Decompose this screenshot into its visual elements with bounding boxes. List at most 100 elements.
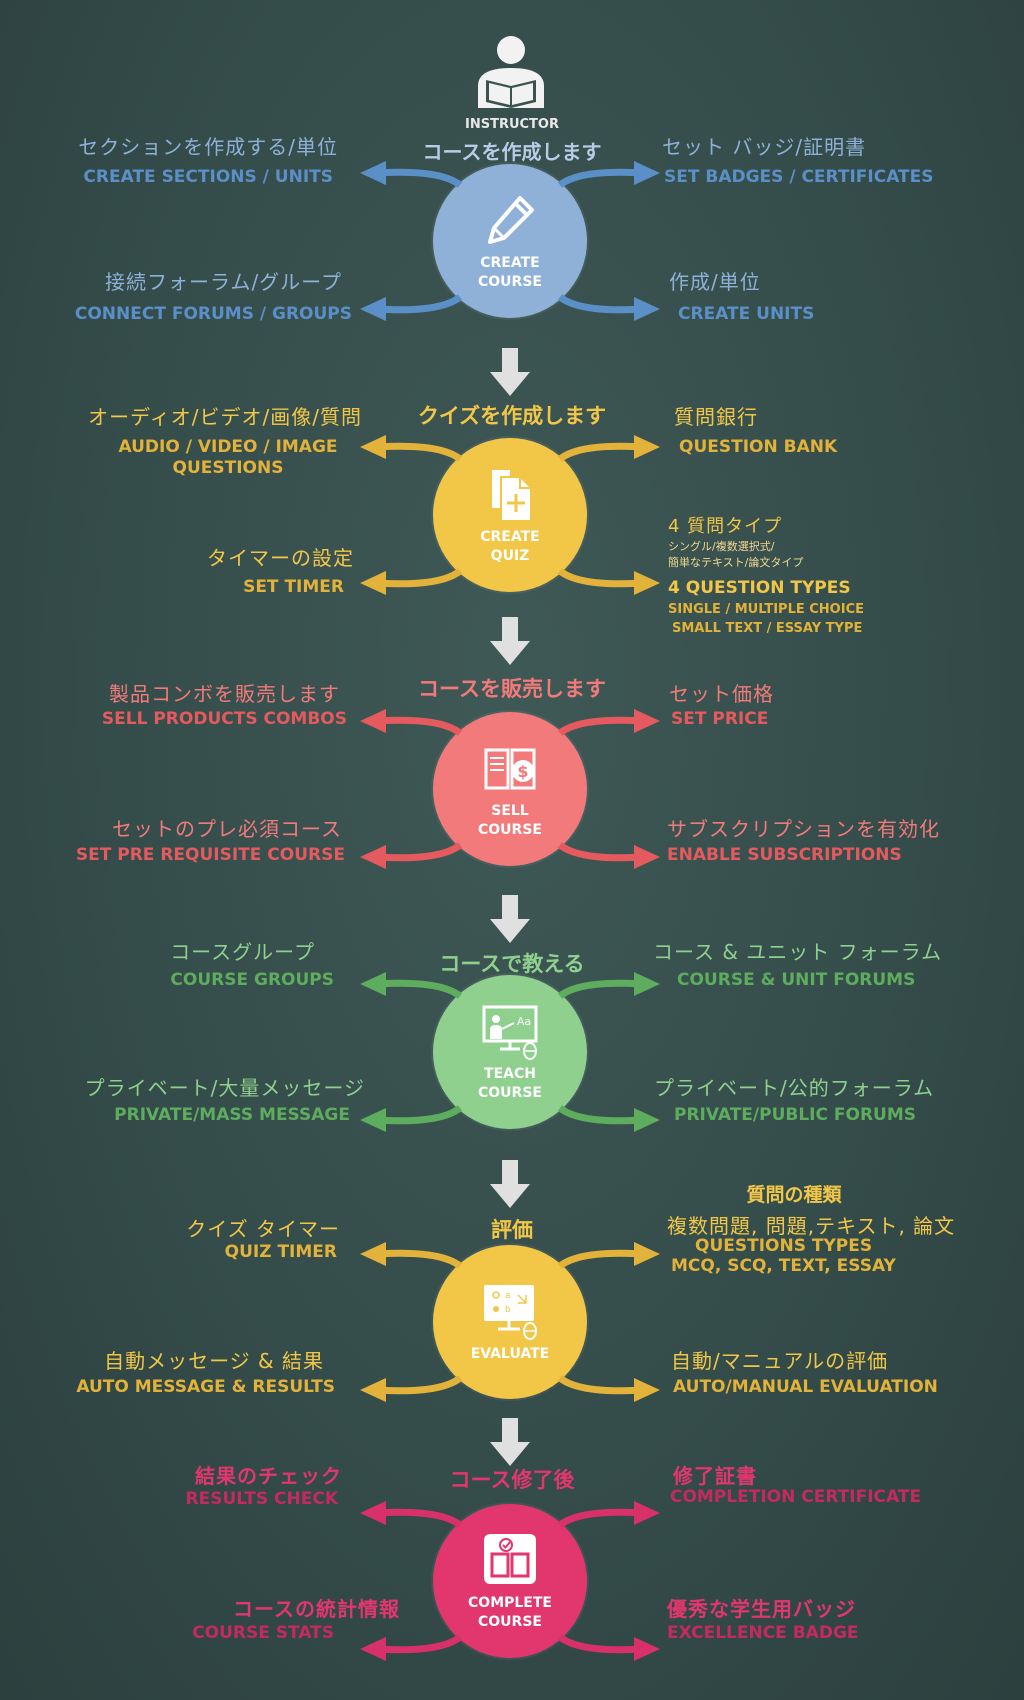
arrow-top-left-4: [375, 1249, 463, 1269]
create-course-label: CREATE COURSE: [478, 255, 542, 290]
complete-course-label: COMPLETE COURSE: [468, 1595, 552, 1630]
evaluate-circle[interactable]: a b EVALUATE: [433, 1245, 587, 1399]
arrow-top-left-head-1: [360, 435, 386, 459]
question-bank-jp: 質問銀行: [674, 405, 758, 429]
sell-course-label: SELL COURSE: [478, 803, 542, 838]
arrow-top-right-head-2: [634, 709, 660, 733]
connect-forums-en: CONNECT FORUMS / GROUPS: [74, 304, 352, 324]
arrow-bottom-right-1: [557, 568, 645, 588]
arrow-bottom-left-head-2: [360, 845, 386, 869]
sell-combos-jp: 製品コンボを販売します: [109, 682, 340, 706]
arrow-top-left-3: [375, 979, 463, 999]
create-course-circle[interactable]: CREATE COURSE: [433, 164, 587, 318]
down-arrow-1: [490, 348, 530, 396]
mass-message-en: PRIVATE/MASS MESSAGE: [114, 1105, 350, 1125]
prerequisite-jp: セットのプレ必須コース: [112, 817, 342, 841]
course-groups-jp: コースグループ: [170, 940, 315, 964]
arrow-bottom-right-4: [557, 1375, 645, 1395]
complete-course-circle[interactable]: COMPLETE COURSE: [433, 1504, 587, 1658]
course-stats-jp: コースの統計情報: [233, 1597, 400, 1621]
instructor-icon: [478, 36, 544, 108]
down-arrow-2: [490, 617, 530, 665]
svg-text:Aa: Aa: [517, 1015, 531, 1028]
arrow-top-left-1: [375, 442, 463, 462]
unit-forums-en: COURSE & UNIT FORUMS: [677, 970, 916, 990]
arrow-bottom-left-4: [375, 1375, 463, 1395]
arrow-top-left-0: [375, 168, 463, 188]
heading-sell-course: コースを販売します: [418, 677, 606, 701]
question-types-en3: SMALL TEXT / ESSAY TYPE: [672, 621, 863, 636]
create-quiz-label: CREATE QUIZ: [480, 529, 540, 564]
question-bank-en: QUESTION BANK: [679, 437, 838, 457]
teach-course-circle[interactable]: Aa TEACH COURSE: [433, 975, 587, 1129]
arrow-bottom-right-head-4: [634, 1378, 660, 1402]
set-price-jp: セット価格: [669, 682, 774, 706]
public-forums-jp: プライベート/公的フォーラム: [654, 1076, 935, 1100]
arrow-bottom-left-2: [375, 842, 463, 862]
manual-evaluation-jp: 自動/マニュアルの評価: [671, 1349, 889, 1373]
heading-create-course: コースを作成します: [422, 140, 602, 164]
question-types-en: 4 QUESTION TYPES: [668, 578, 851, 598]
question-kinds-head: 質問の種類: [746, 1184, 842, 1206]
subscriptions-jp: サブスクリプションを有効化: [667, 817, 940, 841]
subscriptions-en: ENABLE SUBSCRIPTIONS: [667, 845, 902, 865]
completion-certificate-en: COMPLETION CERTIFICATE: [670, 1487, 922, 1507]
arrow-bottom-left-1: [375, 568, 463, 588]
excellence-badge-en: EXCELLENCE BADGE: [667, 1623, 859, 1643]
arrow-bottom-left-head-1: [360, 571, 386, 595]
course-groups-en: COURSE GROUPS: [170, 970, 334, 990]
arrow-bottom-left-head-3: [360, 1108, 386, 1132]
excellence-badge-jp: 優秀な学生用バッジ: [667, 1597, 856, 1621]
down-arrow-5: [490, 1418, 530, 1466]
teach-course-label: TEACH COURSE: [478, 1066, 542, 1101]
results-check-jp: 結果のチェック: [195, 1464, 342, 1488]
question-kinds-en2: MCQ, SCQ, TEXT, ESSAY: [671, 1256, 896, 1276]
add-document-icon: [492, 470, 530, 520]
arrow-bottom-left-0: [375, 294, 463, 314]
arrow-bottom-right-head-5: [634, 1637, 660, 1661]
arrow-bottom-right-head-0: [634, 297, 660, 321]
arrow-bottom-right-head-3: [634, 1108, 660, 1132]
set-badges-en: SET BADGES / CERTIFICATES: [664, 167, 934, 187]
svg-text:b: b: [505, 1305, 511, 1315]
auto-message-en: AUTO MESSAGE & RESULTS: [76, 1377, 335, 1397]
down-arrow-3: [490, 895, 530, 943]
arrow-bottom-right-head-2: [634, 845, 660, 869]
teacher-board-icon: Aa: [482, 1005, 538, 1060]
unit-forums-jp: コース & ユニット フォーラム: [653, 940, 943, 964]
audio-video-en: AUDIO / VIDEO / IMAGE QUESTIONS: [118, 437, 338, 478]
arrow-top-right-head-5: [634, 1501, 660, 1525]
question-types-jp: 4 質問タイプ: [668, 516, 783, 537]
create-units-en: CREATE UNITS: [678, 304, 815, 324]
arrow-top-left-head-4: [360, 1242, 386, 1266]
arrow-bottom-right-5: [557, 1634, 645, 1654]
arrow-bottom-left-head-0: [360, 297, 386, 321]
create-sections-en: CREATE SECTIONS / UNITS: [83, 167, 333, 187]
set-timer-jp: タイマーの設定: [207, 546, 354, 570]
monitor-quiz-icon: a b: [484, 1284, 537, 1340]
question-kinds-jp: 複数問題, 問題,テキスト, 論文: [667, 1214, 956, 1238]
question-kinds-en: QUESTIONS TYPES: [695, 1236, 873, 1256]
arrow-top-left-head-2: [360, 709, 386, 733]
arrow-top-right-1: [557, 442, 645, 462]
results-check-en: RESULTS CHECK: [185, 1489, 339, 1509]
set-badges-jp: セット バッジ/証明書: [662, 135, 867, 159]
manual-evaluation-en: AUTO/MANUAL EVALUATION: [673, 1377, 938, 1397]
heading-complete-course: コース修了後: [449, 1468, 575, 1492]
arrow-bottom-right-2: [557, 842, 645, 862]
sell-course-circle[interactable]: $ SELL COURSE: [433, 712, 587, 866]
create-units-jp: 作成/単位: [669, 270, 761, 294]
arrow-top-left-2: [375, 716, 463, 736]
sell-combos-en: SELL PRODUCTS COMBOS: [101, 709, 347, 729]
arrow-top-right-0: [557, 168, 645, 188]
create-quiz-circle[interactable]: CREATE QUIZ: [433, 438, 587, 592]
svg-text:$: $: [517, 762, 528, 781]
arrow-bottom-right-3: [557, 1105, 645, 1125]
arrow-top-right-head-1: [634, 435, 660, 459]
svg-text:a: a: [505, 1291, 511, 1301]
arrow-top-right-head-4: [634, 1242, 660, 1266]
quiz-timer-en: QUIZ TIMER: [224, 1242, 337, 1262]
prerequisite-en: SET PRE REQUISITE COURSE: [75, 845, 345, 865]
mass-message-jp: プライベート/大量メッセージ: [84, 1076, 365, 1100]
